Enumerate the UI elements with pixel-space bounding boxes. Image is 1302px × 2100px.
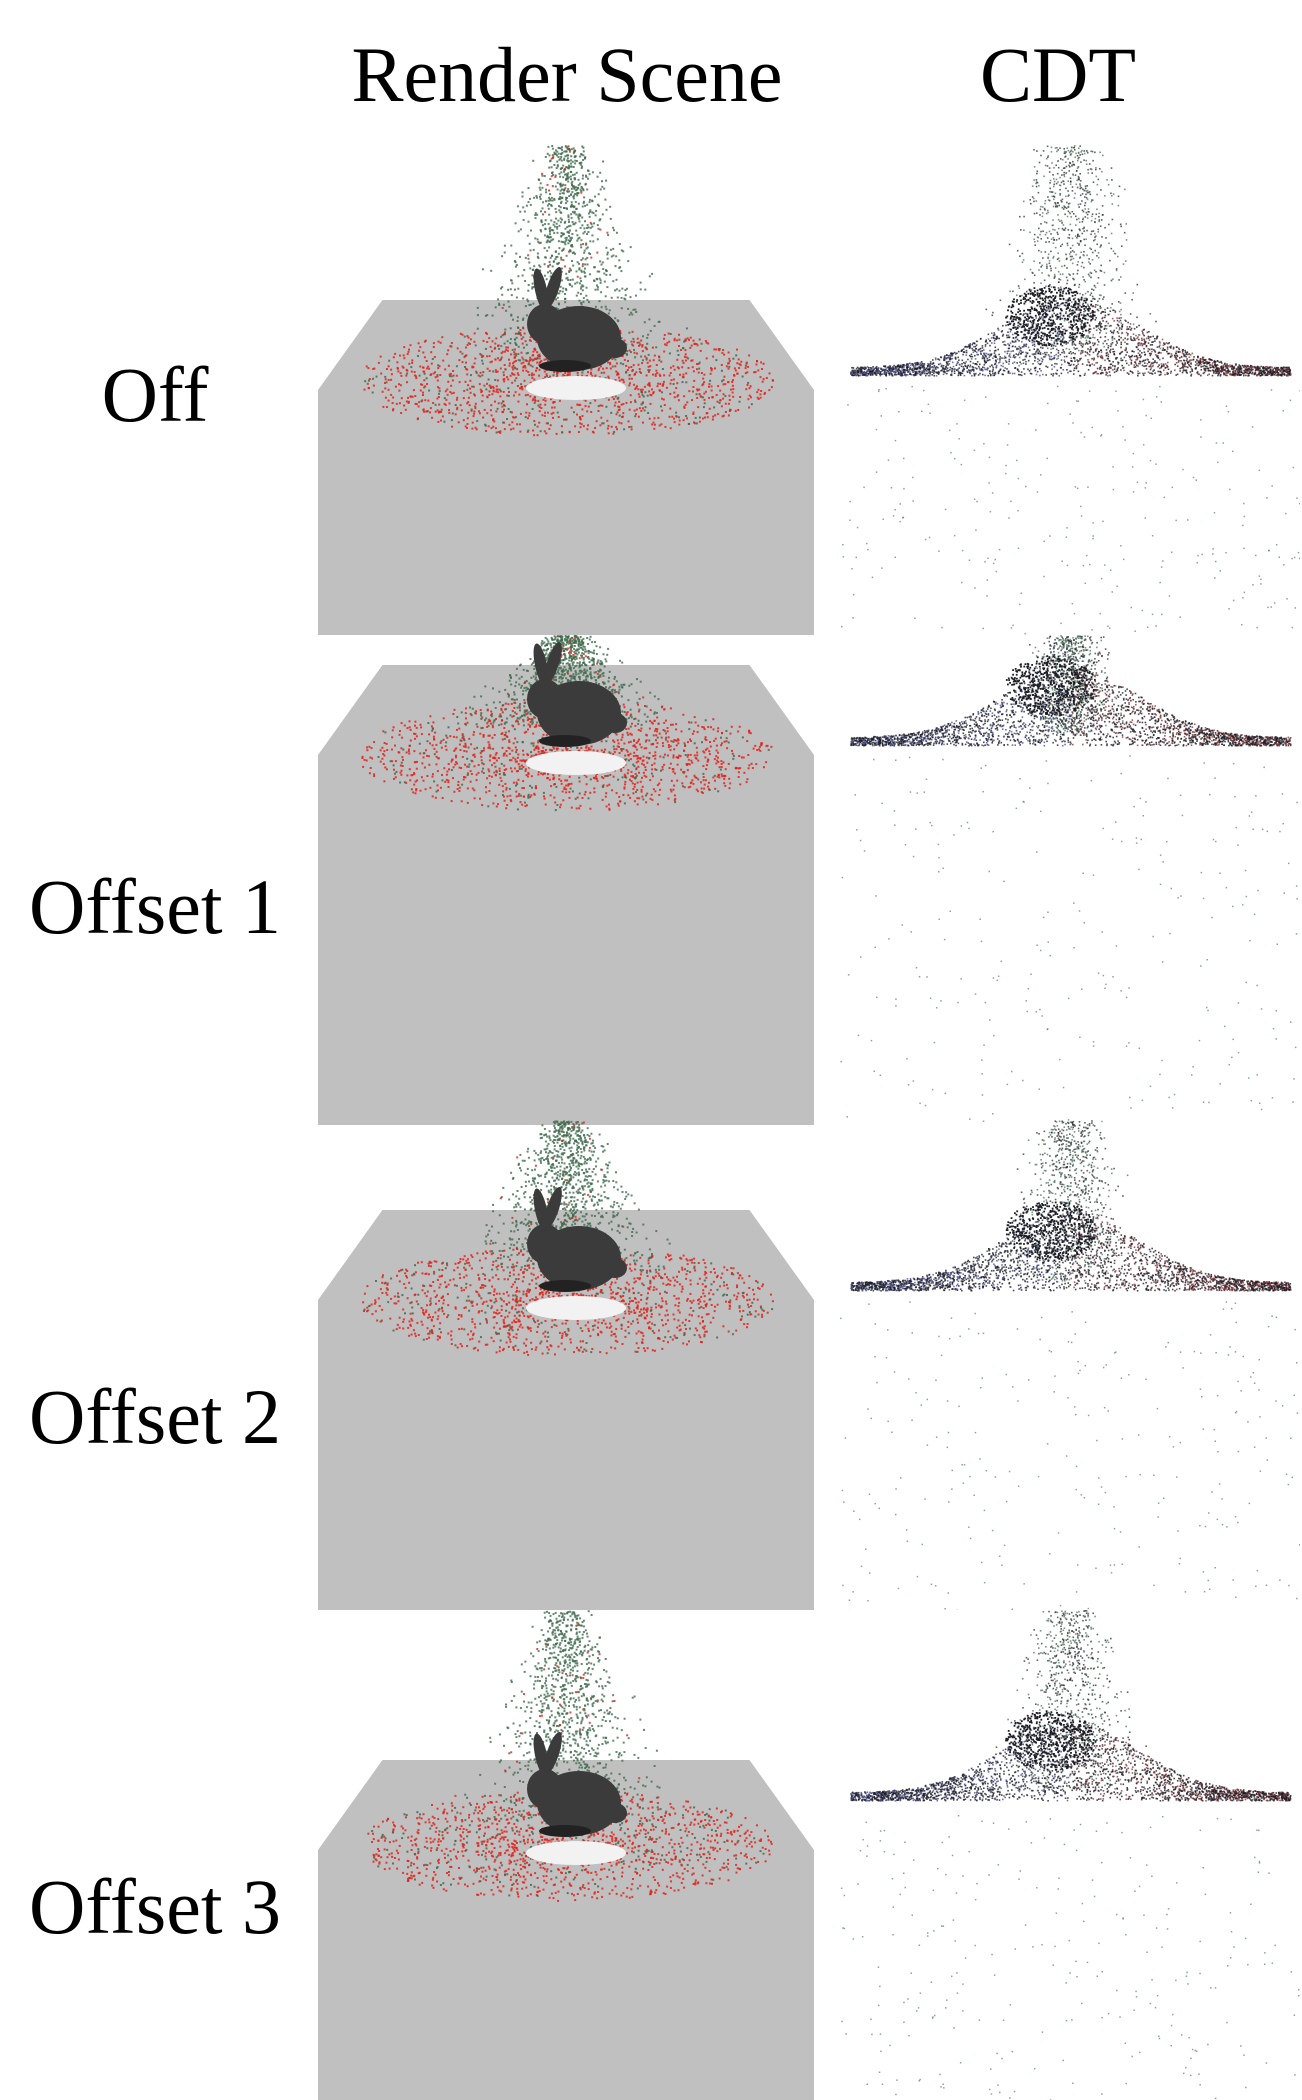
splash-clearing	[526, 1296, 626, 1320]
cdt-offset-1	[840, 635, 1298, 1123]
bunny-tail	[603, 338, 627, 358]
cdt-off	[841, 145, 1300, 635]
bunny-model	[527, 1731, 627, 1837]
bunny-model	[527, 1186, 627, 1292]
floor-front	[318, 1300, 814, 1610]
splash-clearing	[526, 376, 626, 400]
cdt-particles	[840, 1120, 1300, 1610]
splash-clearing	[526, 1841, 626, 1865]
bunny-tail	[603, 1258, 627, 1278]
bunny-model	[527, 641, 627, 747]
bunny-shadow	[539, 735, 591, 747]
bunny-tail	[603, 713, 627, 733]
row-label-offset-1: Offset 1	[0, 862, 310, 952]
bunny-shadow	[539, 1825, 591, 1837]
bunny-head	[527, 1224, 563, 1264]
bunny-head	[527, 304, 563, 344]
render-scene-off	[318, 145, 814, 635]
render-scene-offset-3	[318, 1610, 814, 2100]
render-scene-offset-2	[318, 1120, 814, 1610]
row-label-offset-3: Offset 3	[0, 1862, 310, 1952]
cdt-particles	[840, 635, 1298, 1123]
bunny-shadow	[539, 1280, 591, 1292]
row-label-offset-2: Offset 2	[0, 1372, 310, 1462]
cdt-particles	[841, 145, 1300, 635]
splash-clearing	[526, 751, 626, 775]
bunny-model	[527, 266, 627, 372]
bunny-tail	[603, 1803, 627, 1823]
bunny-shadow	[539, 360, 591, 372]
floor-front	[318, 755, 814, 1125]
cdt-offset-3	[840, 1610, 1300, 2100]
column-header-render-scene: Render Scene	[318, 30, 816, 120]
column-header-cdt: CDT	[858, 30, 1258, 120]
cdt-offset-2	[840, 1120, 1300, 1610]
row-label-off: Off	[0, 350, 310, 440]
cdt-particles	[840, 1610, 1300, 2100]
bunny-ear	[544, 266, 562, 310]
floor-front	[318, 390, 814, 635]
bunny-ear	[544, 641, 562, 685]
bunny-ear	[544, 1186, 562, 1230]
bunny-head	[527, 679, 563, 719]
bunny-ear	[544, 1731, 562, 1775]
render-scene-offset-1	[318, 635, 814, 1125]
bunny-head	[527, 1769, 563, 1809]
floor-front	[318, 1850, 814, 2100]
